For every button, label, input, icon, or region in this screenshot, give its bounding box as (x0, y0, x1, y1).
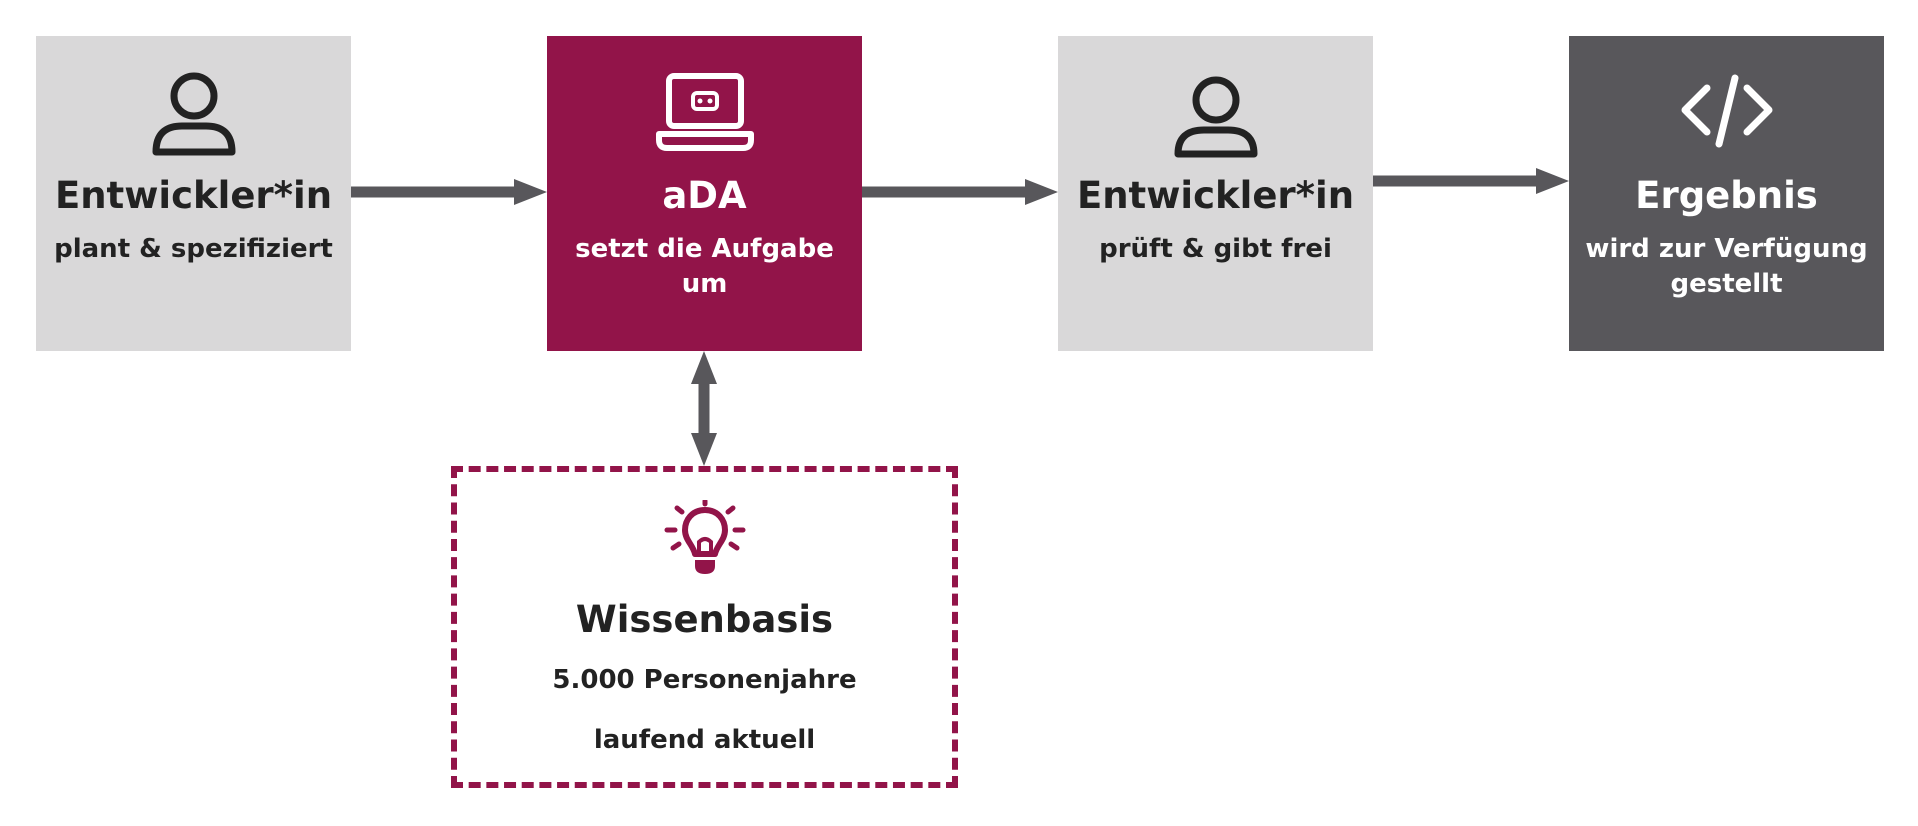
arrow-dev1-to-ada (351, 179, 547, 205)
step-title: Entwickler*in (54, 174, 333, 217)
laptop-icon (655, 73, 754, 151)
code-icon (1681, 74, 1772, 148)
step-subtitle: wird zur Verfügung gestellt (1585, 234, 1868, 299)
knowledge-base-line1: 5.000 Personenjahre (552, 665, 857, 695)
step-ada: aDA setzt die Aufgabe um (547, 36, 862, 351)
step-title: aDA (662, 174, 747, 217)
person-icon (1174, 76, 1257, 158)
arrow-ada-knowledge-base (691, 351, 717, 466)
knowledge-base-box: Wissenbasis 5.000 Personenjahre laufend … (451, 466, 958, 788)
person-icon (152, 72, 235, 156)
step-subtitle: prüft & gibt frei (1099, 234, 1332, 264)
step-title: Entwickler*in (1076, 174, 1355, 217)
step-developer-review: Entwickler*in prüft & gibt frei (1058, 36, 1373, 351)
lightbulb-icon (664, 500, 745, 574)
knowledge-base-line2: laufend aktuell (593, 725, 816, 755)
step-subtitle: setzt die Aufgabe um (575, 234, 834, 299)
step-subtitle: plant & spezifiziert (54, 234, 333, 264)
knowledge-base-title: Wissenbasis (575, 598, 834, 641)
step-title: Ergebnis (1635, 174, 1818, 217)
step-result: Ergebnis wird zur Verfügung gestellt (1569, 36, 1884, 351)
arrow-dev2-to-result (1373, 168, 1569, 194)
step-developer-plan: Entwickler*in plant & spezifiziert (36, 36, 351, 351)
arrow-ada-to-dev2 (862, 179, 1058, 205)
